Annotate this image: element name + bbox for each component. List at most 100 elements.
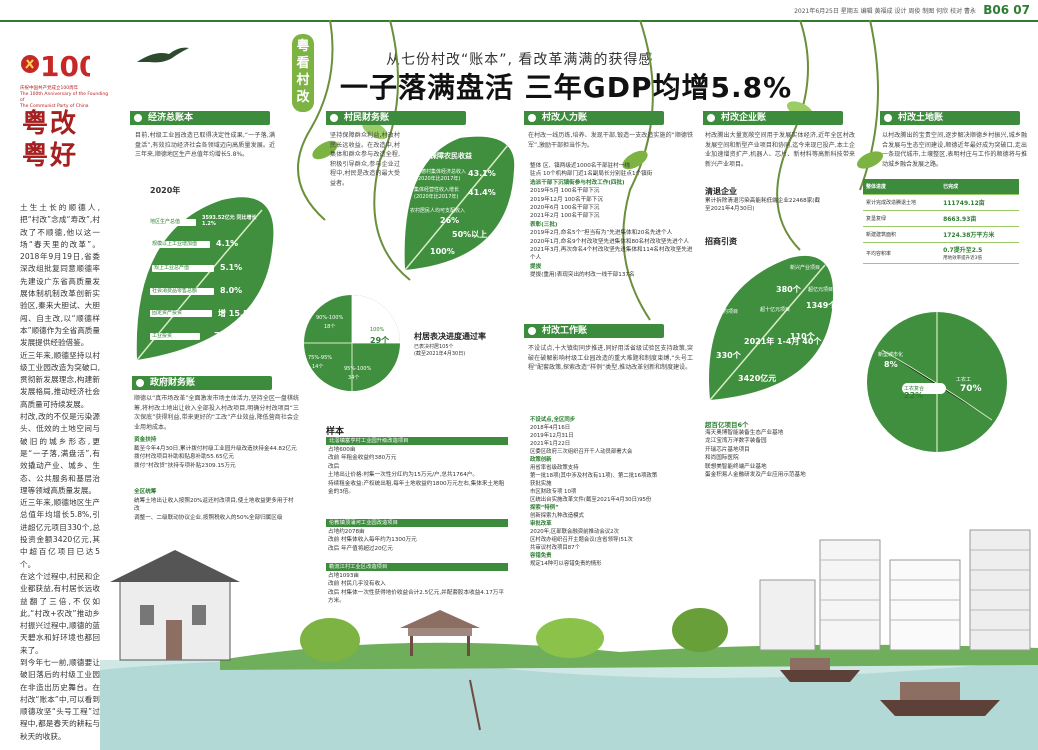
enterprise-proj-list: 海天奥博智能装备生态产业基地 龙江宝湾万洋数字装备园 开瑞芯片基地项目 和尚国际…	[705, 429, 855, 479]
enterprise-proj-title: 超百亿项目6个	[705, 421, 749, 429]
work-item: 获批实施	[530, 481, 552, 487]
work-item: 政策创新	[530, 457, 552, 463]
centenary-logo-icon: 100	[21, 50, 98, 83]
sample-case-line: 土地出让价格:村集一次性分红约为15万元/户,总共1764户。	[328, 472, 478, 479]
land-table-head-cell: 已完成	[940, 179, 1019, 195]
hr-item: 2021年3月,再次命名4个村改攻坚先进集体和114名村改攻坚先进个人	[530, 247, 693, 262]
work-item: 规定14种可以容错免责的情形	[530, 561, 602, 567]
enterprise-leaf-value: 2021年 1-4月 40个	[744, 337, 822, 346]
section-header-land: 村改土地账	[880, 111, 1020, 125]
econ-bar-value: 3593.52亿元 同比增长1.2%	[202, 215, 257, 227]
section-header-work: 村改工作账	[524, 324, 664, 338]
gov-fund-item: 拨付村改项目补助和贴息补助55.65亿元	[134, 454, 234, 461]
work-item: 区统出台实施改革文件(截至2021年4月30日)95份	[530, 497, 652, 503]
logo-caption-line: The 100th Anniversary of the Founding of	[20, 92, 109, 103]
header-rule	[0, 20, 1038, 22]
hr-item: 表彰(三批)	[530, 221, 558, 228]
table-row: 累计完成改造腾退土地 111749.12亩	[863, 194, 1019, 211]
work-item: 容错免责	[530, 553, 552, 559]
villager-item-label-text: 集体经营性收入增长	[414, 187, 460, 193]
subtitle: 从七份村改“账本”, 看改革满满的获得感	[386, 52, 654, 68]
land-table-value: 0.7提升至2.5	[943, 247, 983, 254]
econ-bar-value: 5.1%	[220, 263, 243, 272]
villager-item-sub: (2020年比2017年)	[416, 176, 461, 182]
hr-item: 2019年12月 100名干部下沉	[530, 196, 603, 203]
land-table-head-cell: 整体进度	[863, 179, 941, 195]
enterprise-leaf-value: 110个	[790, 332, 815, 341]
hr-item: 整体 区、镇两级近1000名干部驻村一线	[530, 163, 630, 169]
table-row: 复垦复绿 8663.93亩	[863, 210, 1019, 227]
section-header-gov: 政府财务账	[132, 376, 272, 390]
page-number: B06 07	[983, 3, 1030, 17]
sample-case-line: 占地600亩	[328, 447, 356, 453]
enterprise-leaf-label: 新兴产业项目	[790, 265, 821, 271]
land-table: 整体进度 已完成 累计完成改造腾退土地 111749.12亩 复垦复绿 8663…	[863, 179, 1019, 264]
sample-case-line: 改前 村民几乎没有收入	[328, 581, 386, 588]
vote-circle-chart	[304, 295, 400, 391]
work-item: 区村改办组织召开主题会议(含省领导)51次	[530, 537, 633, 543]
gov-policy-title: 全区统筹	[134, 489, 157, 495]
econ-bar-label: 工业投资	[150, 333, 200, 340]
land-leaf-value: 70%	[960, 384, 982, 394]
enterprise-proj-item: 蛋金积易人金融研发及产业应用示范基地	[705, 472, 806, 479]
work-item: 市区财政专项 10项	[530, 489, 577, 495]
sample-case-body: 占地约2078亩 改前 村集体收入每年约为1300万元 改后 年产值将超过20亿…	[328, 528, 508, 553]
vote-label: 95%-100%	[344, 366, 372, 372]
enterprise-leaf-value: 3420亿元	[738, 374, 777, 383]
enterprise-firm-title: 清退企业	[705, 187, 737, 196]
villager-item-value: 43.1%	[468, 169, 496, 178]
work-item: 2018年4月16日	[530, 425, 571, 431]
villager-text: 坚持保障群众利益,村改村民长远收益。在改造中,村集体和群众参与改造全程,积极引导…	[330, 132, 400, 187]
vote-value: 29个	[370, 336, 390, 345]
land-leaf-value: 22%	[904, 391, 924, 400]
land-leaf-value: 8%	[884, 360, 898, 369]
sample-case-line: 改后 年产值将超过20亿元	[328, 545, 393, 552]
land-table-header: 整体进度 已完成	[863, 179, 1019, 195]
enterprise-proj-item: 和尚国际医院	[705, 455, 739, 462]
work-item: 共审议村改项目87个	[530, 545, 580, 551]
calligraphy-line: 粤改	[22, 109, 79, 139]
hr-item: 选派干部下沉镇街参与村改工作(四批)	[530, 179, 625, 186]
villager-item-label: 集体经营性收入增长(2020年比2017年)	[414, 186, 474, 200]
sample-case-line: 持续租金收益:产权统出租,每年土地收益约1800万元左右,集体来土地租金的3倍。	[328, 480, 505, 496]
econ-bar-value: 增 15.5%	[218, 309, 257, 318]
vote-value: 14个	[312, 364, 324, 370]
land-table-cell: 平均容积率	[863, 242, 941, 264]
vote-caption-sub: 已表决村居105个	[414, 344, 454, 350]
sample-case-line: 占地1093亩	[328, 573, 360, 579]
section-header-econ: 经济总账本	[130, 111, 270, 125]
econ-text: 目前,村级工业园改造已取得决定性成果,“一子落,满盘活”,有效拉动经济社会各领域…	[135, 132, 275, 158]
table-row: 新建建筑面积 1724.38万平方米	[863, 226, 1019, 243]
vote-value: 18个	[324, 324, 336, 330]
article-paragraph: 村改,改的不仅是污染源头、低效的土地空间与破旧的城乡形态,更是“一子落,满盘活”…	[20, 412, 100, 495]
work-item: 用省率省级政策支持	[530, 465, 579, 471]
econ-bar-label: 固定资产投资	[150, 310, 212, 317]
land-table-cell: 新建建筑面积	[863, 226, 941, 243]
hr-item: 提拔(重用)表现突出的村改一线干部137名	[530, 272, 635, 279]
work-item: 区委区政府三次组织召开千人动员部署大会	[530, 449, 633, 455]
villager-item-value: 50%以上	[452, 230, 488, 239]
calligraphy-line: 粤好	[22, 141, 79, 171]
villager-item-value: 100%	[430, 247, 455, 256]
villager-item-value: 26%	[440, 216, 460, 225]
article-paragraph: 近三年来,顺德坚持以村级工业园改造为突破口,贯彻新发展理念,构建新发展格局,推动…	[20, 350, 100, 409]
econ-bar-label: 规模以上工业增加值	[150, 241, 210, 248]
work-item: 2021年1月22日	[530, 441, 571, 447]
section-header-hr: 村改人力账	[524, 111, 664, 125]
section-header-villager: 村民财务账	[326, 111, 466, 125]
vote-label: 90%-100%	[316, 315, 344, 321]
econ-bar-label: 地区生产总值	[148, 219, 196, 226]
econ-bar-value: 8.0%	[220, 286, 243, 295]
section-header-enterprise: 村改企业账	[703, 111, 843, 125]
econ-year: 2020年	[150, 186, 181, 195]
hr-item: 2020年6月 100名干部下沉	[530, 205, 600, 212]
enterprise-leaf-label: 超十亿元项目	[760, 307, 791, 313]
calligraphy-title: 粤改 粤好	[22, 108, 82, 172]
sample-case-line: 改前 村集体收入每年约为1300万元	[328, 537, 417, 544]
sample-case-line: 占地约2078亩	[328, 529, 365, 535]
villager-leaf-shape	[404, 136, 515, 271]
villager-item-label: 顺德村集体经济总收入(2020年比2017年)	[416, 168, 476, 182]
hr-item: 2021年2月 100名干部下沉	[530, 213, 600, 220]
